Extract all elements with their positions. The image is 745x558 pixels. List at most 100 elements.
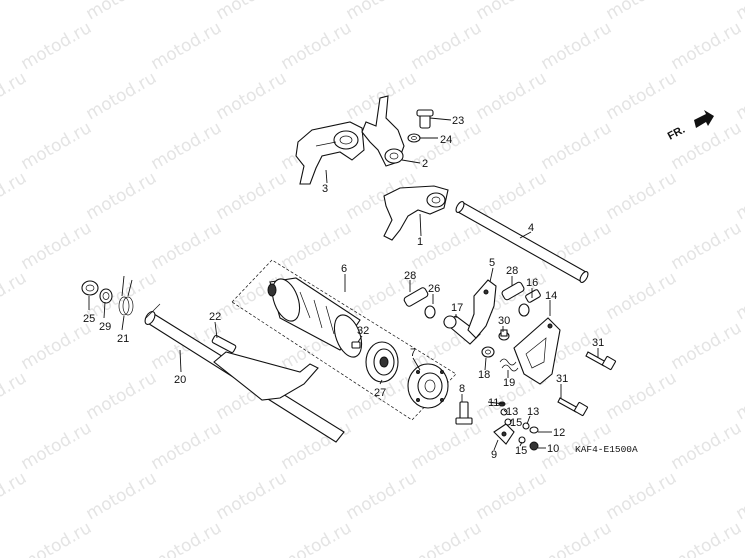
watermark-text: motod.ru — [668, 18, 745, 74]
callout-30: 30 — [498, 315, 510, 327]
watermark-text: motod.ru — [473, 0, 551, 24]
bolt-15a — [504, 418, 512, 426]
bolt-31-lower — [557, 397, 589, 417]
callout-3: 3 — [322, 183, 328, 195]
shift-fork-1 — [383, 185, 449, 241]
callout-32: 32 — [357, 325, 369, 337]
bolt-23 — [416, 109, 434, 129]
callout-2: 2 — [422, 158, 428, 170]
callout-14: 14 — [545, 290, 557, 302]
watermark-text: motod.ru — [83, 168, 161, 224]
watermark-text: motod.ru — [278, 518, 356, 558]
watermark-text: motod.ru — [473, 68, 551, 124]
watermark-text: motod.ru — [603, 468, 681, 524]
watermark-text: motod.ru — [83, 68, 161, 124]
spring-19 — [499, 358, 519, 372]
gearshift-spindle-20 — [144, 303, 345, 443]
watermark-text: motod.ru — [18, 18, 96, 74]
watermark-text: motod.ru — [668, 418, 745, 474]
washer-12 — [529, 426, 539, 434]
callout-28-right: 28 — [506, 265, 518, 277]
shift-arm-9 — [493, 423, 515, 445]
callout-19: 19 — [503, 377, 515, 389]
pin-22 — [211, 334, 237, 354]
pin-16 — [525, 289, 541, 303]
watermark-text: motod.ru — [733, 68, 745, 124]
watermark-text: motod.ru — [733, 268, 745, 324]
callout-28-left: 28 — [404, 270, 416, 282]
callout-21: 21 — [117, 333, 129, 345]
stopper-plate-7 — [407, 363, 449, 409]
watermark-text: motod.ru — [343, 468, 421, 524]
shift-fork-3 — [295, 121, 365, 185]
callout-15b: 15 — [515, 445, 527, 457]
callout-13a: 13 — [506, 406, 518, 418]
watermark-text: motod.ru — [408, 418, 486, 474]
watermark-text: motod.ru — [538, 18, 616, 74]
callout-16: 16 — [526, 277, 538, 289]
watermark-text: motod.ru — [668, 218, 745, 274]
nut-10 — [529, 441, 539, 451]
callout-24: 24 — [440, 134, 452, 146]
watermark-text: motod.ru — [603, 68, 681, 124]
watermark-text: motod.ru — [473, 468, 551, 524]
watermark-text: motod.ru — [603, 0, 681, 24]
watermark-text: motod.ru — [148, 118, 226, 174]
callout-25: 25 — [83, 313, 95, 325]
watermark-text: motod.ru — [0, 168, 30, 224]
callout-labels: 3 2 1 4 23 24 6 5 28 26 28 16 14 17 30 1… — [83, 115, 604, 461]
watermark-text: motod.ru — [733, 368, 745, 424]
watermark-text: motod.ru — [603, 168, 681, 224]
callout-8: 8 — [459, 383, 465, 395]
watermark-text: motod.ru — [0, 68, 30, 124]
callout-7: 7 — [410, 347, 416, 359]
fork-shaft-4 — [455, 201, 589, 283]
watermark-text: motod.ru — [538, 518, 616, 558]
pin-32 — [351, 341, 361, 349]
callout-12: 12 — [553, 427, 565, 439]
callout-9: 9 — [491, 449, 497, 461]
watermark-text: motod.ru — [0, 0, 30, 24]
watermark-text: motod.ru — [603, 368, 681, 424]
watermark-text: motod.ru — [18, 218, 96, 274]
watermark-text: motod.ru — [408, 18, 486, 74]
watermark-text: motod.ru — [213, 168, 291, 224]
callout-27: 27 — [374, 387, 386, 399]
watermark-text: motod.ru — [213, 468, 291, 524]
callout-6: 6 — [341, 263, 347, 275]
callout-22: 22 — [209, 311, 221, 323]
callout-1: 1 — [417, 236, 423, 248]
callout-5: 5 — [489, 257, 495, 269]
arm-17 — [443, 315, 481, 345]
watermark-text: motod.ru — [538, 118, 616, 174]
guide-plate-14 — [513, 317, 561, 385]
bolt-30 — [498, 329, 510, 341]
diagram-code: KAF4-E1500A — [575, 444, 638, 455]
bolt-13b — [522, 422, 530, 430]
watermark-text: motod.ru — [83, 0, 161, 24]
callout-13b: 13 — [527, 406, 539, 418]
oil-seal-29 — [99, 288, 113, 304]
watermark-text: motod.ru — [668, 518, 745, 558]
watermark-text: motod.ru — [733, 468, 745, 524]
plate-5 — [467, 279, 497, 339]
drum-center-27 — [365, 341, 399, 383]
bolt-8 — [455, 401, 473, 425]
washer-26-right — [518, 303, 530, 317]
collar-28-left — [403, 287, 429, 307]
watermark-text: motod.ru — [18, 118, 96, 174]
callout-11: 11 — [488, 397, 499, 409]
watermark-text: motod.ru — [408, 118, 486, 174]
watermark-text: motod.ru — [83, 368, 161, 424]
washer-26-left — [424, 305, 436, 319]
watermark-text: motod.ru — [148, 18, 226, 74]
callout-23: 23 — [452, 115, 464, 127]
callout-10: 10 — [547, 443, 559, 455]
callout-17: 17 — [451, 302, 463, 314]
watermark-text: motod.ru — [18, 418, 96, 474]
watermark-text: motod.ru — [408, 518, 486, 558]
watermark-text: motod.ru — [668, 318, 745, 374]
watermark-text: motod.ru — [213, 68, 291, 124]
washer-24 — [407, 133, 421, 143]
